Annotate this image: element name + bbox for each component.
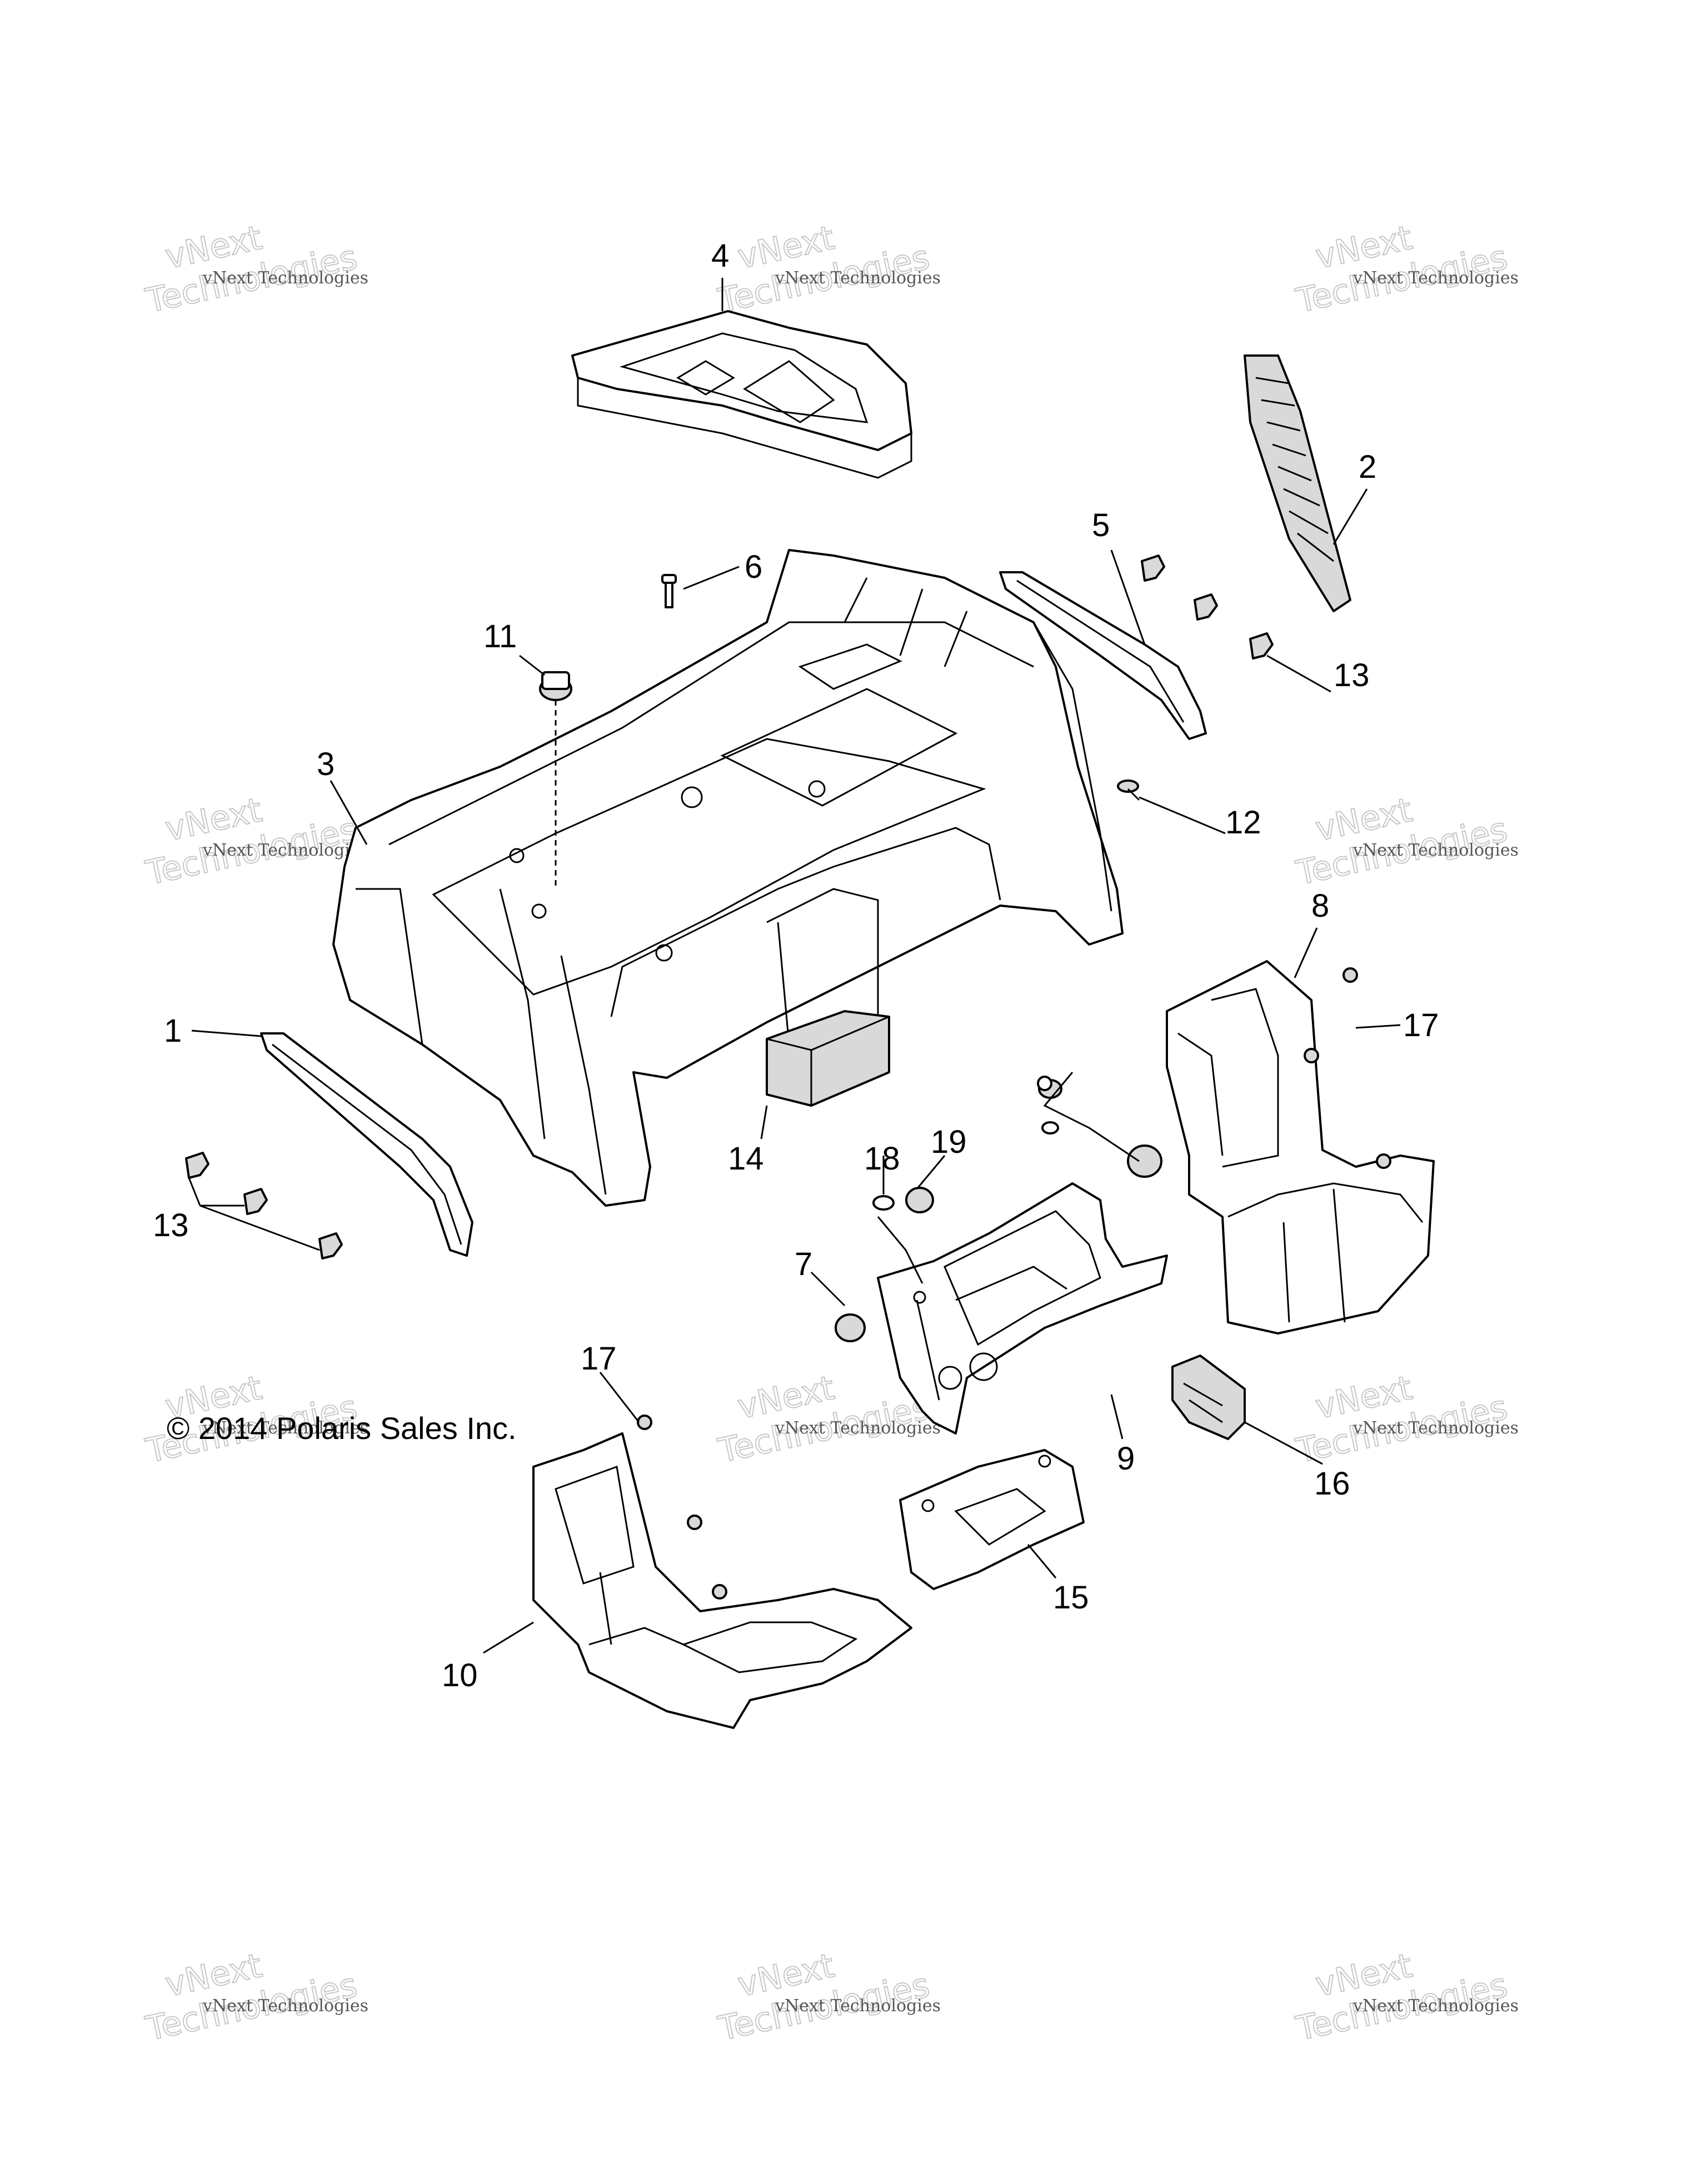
watermark: vNext Technologies vNext Technologies bbox=[1292, 790, 1519, 893]
watermark: vNext Technologies vNext Technologies bbox=[1292, 218, 1519, 321]
svg-text:vNext Technologies: vNext Technologies bbox=[1352, 841, 1519, 860]
label-4: 4 bbox=[711, 238, 729, 274]
label-19: 19 bbox=[931, 1124, 967, 1160]
svg-text:vNext Technologies: vNext Technologies bbox=[202, 268, 368, 288]
label-2: 2 bbox=[1359, 449, 1376, 485]
part-8-storage-box bbox=[1166, 960, 1435, 1335]
part-11-grommet bbox=[539, 671, 572, 701]
watermark: vNext Technologies vNext Technologies bbox=[714, 218, 941, 321]
watermark: vNext Technologies vNext Technologies bbox=[142, 218, 368, 321]
label-12: 12 bbox=[1225, 804, 1261, 841]
part-labels: 4 2 5 6 11 13 3 12 8 1 17 14 18 19 13 7 … bbox=[153, 238, 1439, 1693]
svg-text:vNext Technologies: vNext Technologies bbox=[202, 1996, 368, 2016]
copyright-notice: © 2014 Polaris Sales Inc. bbox=[167, 1411, 517, 1446]
part-18-washer bbox=[872, 1195, 895, 1211]
label-13b: 13 bbox=[153, 1207, 189, 1243]
svg-text:vNext Technologies: vNext Technologies bbox=[1352, 1418, 1519, 1438]
part-17-bolts-left bbox=[637, 1415, 727, 1600]
svg-text:vNext Technologies: vNext Technologies bbox=[202, 1418, 368, 1438]
label-18: 18 bbox=[864, 1141, 900, 1177]
part-1-trim-rail bbox=[260, 1032, 473, 1257]
svg-text:vNext Technologies: vNext Technologies bbox=[202, 841, 368, 860]
svg-text:vNext Technologies: vNext Technologies bbox=[775, 1418, 941, 1438]
svg-text:vNext Technologies: vNext Technologies bbox=[775, 268, 941, 288]
label-13a: 13 bbox=[1334, 657, 1370, 693]
part-3-cargo-box bbox=[332, 549, 1124, 1207]
label-17a: 17 bbox=[1403, 1007, 1439, 1043]
svg-text:vNext Technologies: vNext Technologies bbox=[1352, 268, 1519, 288]
label-7: 7 bbox=[795, 1246, 812, 1282]
part-9-console bbox=[877, 1182, 1168, 1435]
watermark: vNext Technologies vNext Technologies bbox=[1292, 1946, 1519, 2049]
part-17-bolts bbox=[1304, 967, 1391, 1169]
part-16-clip bbox=[1171, 1355, 1246, 1440]
part-13-rivets bbox=[1141, 554, 1274, 659]
part-15-cover-plate bbox=[899, 1449, 1085, 1590]
label-9: 9 bbox=[1117, 1441, 1135, 1477]
part-7-nut bbox=[835, 1121, 1162, 1342]
part-10-floor-panel bbox=[532, 1432, 912, 1729]
label-3: 3 bbox=[317, 746, 335, 782]
label-17b: 17 bbox=[581, 1341, 617, 1377]
watermark: vNext Technologies vNext Technologies bbox=[142, 1946, 368, 2049]
label-1: 1 bbox=[164, 1013, 182, 1049]
part-19-nut bbox=[905, 1076, 1062, 1213]
label-15: 15 bbox=[1053, 1580, 1089, 1616]
part-4-bed-cover bbox=[571, 310, 912, 479]
label-5: 5 bbox=[1092, 507, 1110, 543]
label-10: 10 bbox=[442, 1657, 478, 1693]
label-16: 16 bbox=[1314, 1466, 1350, 1502]
watermark: vNext Technologies vNext Technologies bbox=[714, 1946, 941, 2049]
leader-lines bbox=[188, 278, 1401, 1654]
part-6-pin bbox=[661, 574, 677, 608]
label-8: 8 bbox=[1311, 888, 1329, 924]
part-12-screw bbox=[1117, 779, 1140, 801]
label-14: 14 bbox=[728, 1141, 764, 1177]
label-6: 6 bbox=[745, 549, 762, 585]
part-5-trim-rail bbox=[999, 571, 1207, 740]
svg-text:vNext Technologies: vNext Technologies bbox=[775, 1996, 941, 2016]
svg-text:vNext Technologies: vNext Technologies bbox=[1352, 1996, 1519, 2016]
part-2-grille bbox=[1244, 354, 1351, 612]
part-14-foam-block bbox=[766, 1010, 890, 1107]
part-13-rivets-left bbox=[185, 1152, 343, 1260]
label-11: 11 bbox=[483, 618, 517, 654]
